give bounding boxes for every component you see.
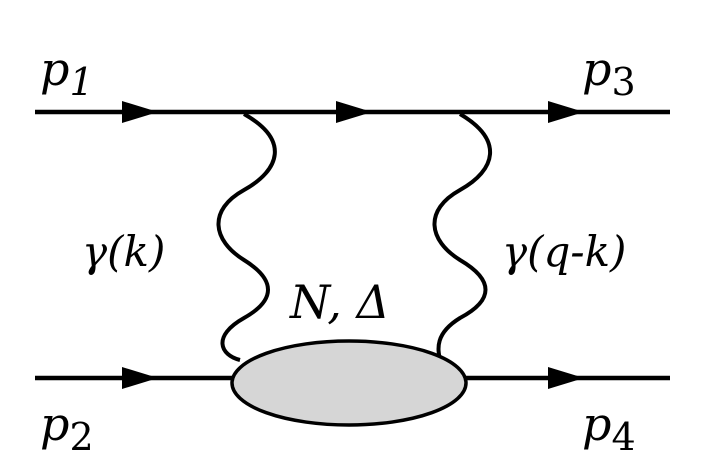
label-p4-main: p bbox=[582, 397, 611, 451]
label-blob: N, Δ bbox=[289, 275, 390, 329]
top-line-arrow-left bbox=[122, 101, 158, 123]
label-p2-main: p bbox=[40, 397, 69, 451]
top-line-arrow-right bbox=[548, 101, 584, 123]
top-line-arrow-middle bbox=[336, 101, 372, 123]
bottom-line-arrow-right bbox=[548, 367, 584, 389]
hadronic-blob bbox=[230, 339, 468, 427]
label-p4-sub: 4 bbox=[611, 415, 635, 459]
label-p2: p2 bbox=[40, 397, 94, 459]
label-p3-sub: 3 bbox=[611, 60, 635, 104]
label-p3: p3 bbox=[582, 42, 636, 104]
left-photon-line bbox=[216, 112, 277, 362]
label-p3-main: p bbox=[582, 42, 611, 96]
right-photon-line bbox=[432, 112, 492, 361]
label-p2-sub: 2 bbox=[69, 415, 93, 459]
label-p1: p1 bbox=[40, 42, 94, 104]
label-p1-main: p bbox=[40, 42, 69, 96]
label-photon-right: γ(q-k) bbox=[502, 227, 626, 276]
label-p1-sub: 1 bbox=[69, 60, 93, 104]
bottom-line-arrow-left bbox=[122, 367, 158, 389]
label-photon-left: γ(k) bbox=[82, 227, 165, 276]
label-p4: p4 bbox=[582, 397, 636, 459]
